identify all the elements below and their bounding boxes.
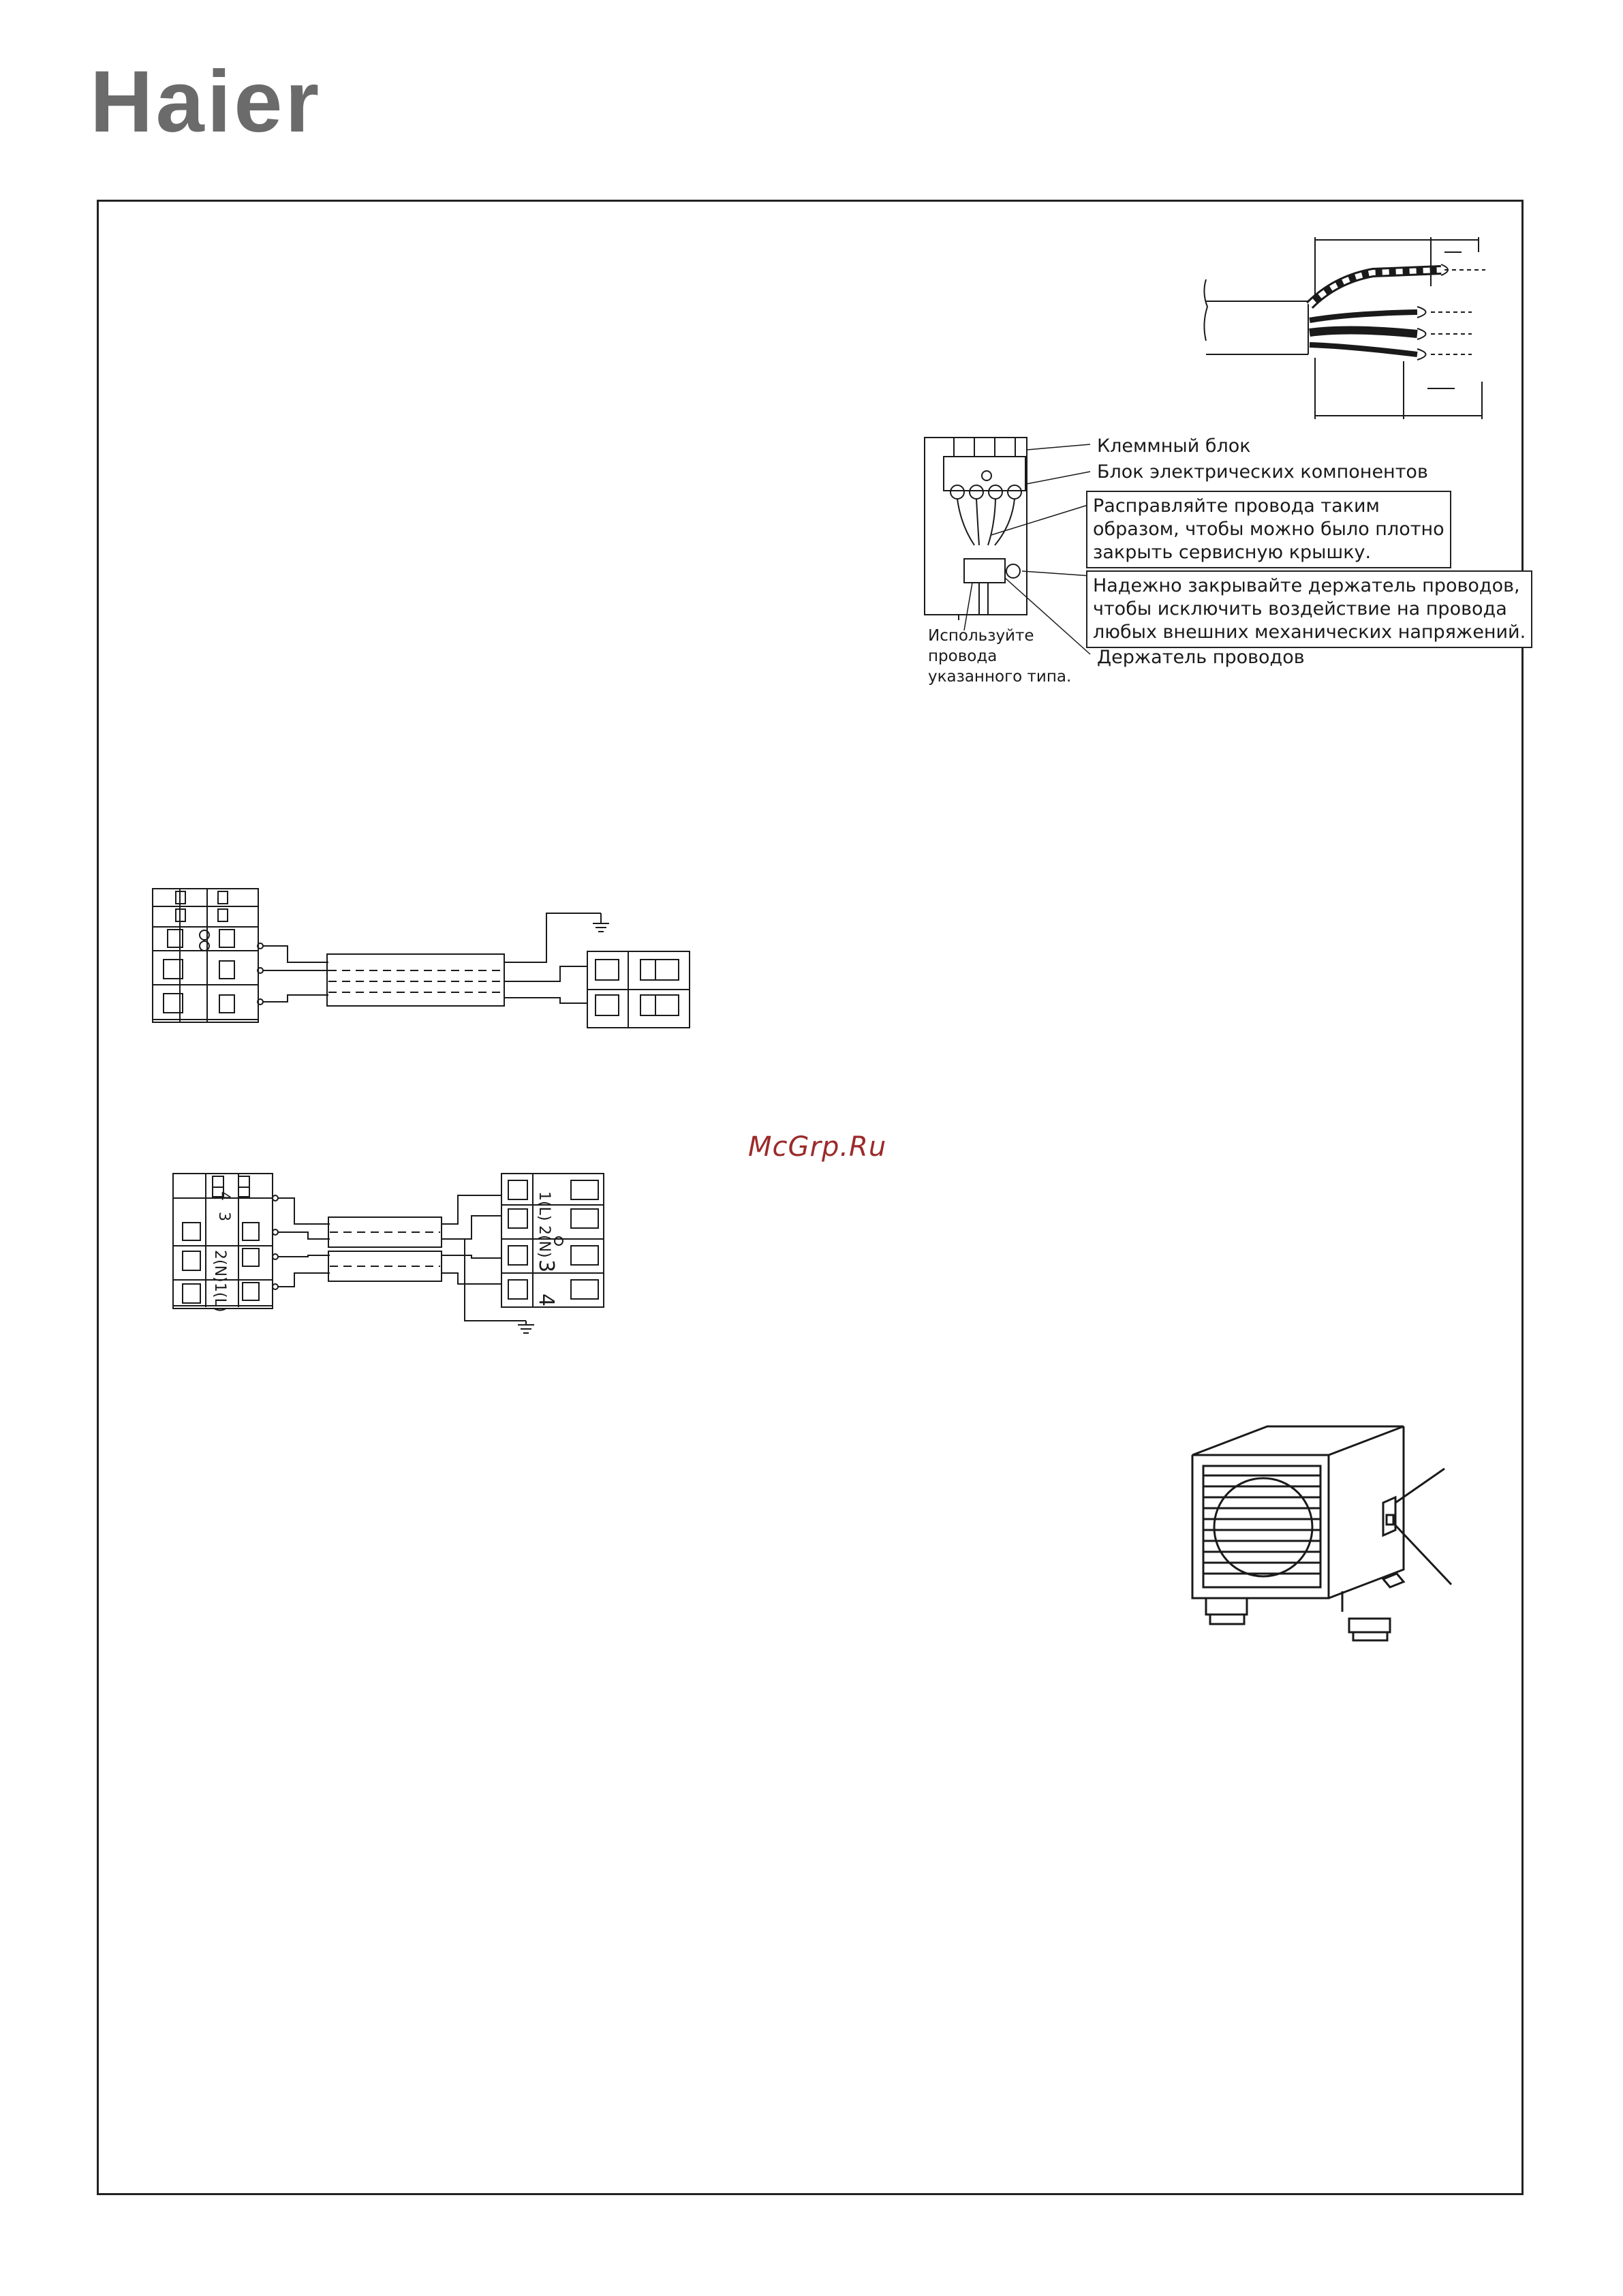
terminal-label-2: 2(N) <box>536 1225 553 1258</box>
left-terminal-label-3: 3 <box>215 1212 232 1221</box>
arrange-note-line: образом, чтобы можно было плотно <box>1093 519 1444 540</box>
holder-note-line: Надежно закрывайте держатель проводов, <box>1093 575 1520 596</box>
terminal-block-label: Клеммный блок <box>1097 435 1251 457</box>
content-frame <box>97 200 1524 2195</box>
wire-holder-note: Надежно закрывайте держатель проводов, ч… <box>1086 570 1533 648</box>
wiring-diagram-1 <box>151 886 690 1029</box>
holder-note-line: любых внешних механических напряжений. <box>1093 622 1526 643</box>
terminal-block-illustration <box>923 436 1100 617</box>
component-block-label: Блок электрических компонентов <box>1097 461 1428 483</box>
wiring-diagram-2: 1(L) 2(N) 3 4 4 3 2(N) 1(L) <box>172 1171 621 1338</box>
cable-stripping-diagram <box>1199 225 1485 429</box>
use-wires-note: Используйте провода указанного типа. <box>928 626 1071 687</box>
use-wires-line: провода <box>928 647 998 665</box>
wire-holder-label: Держатель проводов <box>1097 647 1305 668</box>
haier-logo: Haier <box>90 53 322 151</box>
left-terminal-label-4: 4 <box>215 1191 232 1201</box>
use-wires-line: указанного типа. <box>928 668 1072 686</box>
arrange-wires-note: Расправляйте провода таким образом, чтоб… <box>1086 491 1451 568</box>
terminal-label-4: 4 <box>534 1294 558 1306</box>
left-terminal-label-2: 2(N) <box>211 1250 228 1283</box>
holder-note-line: чтобы исключить воздействие на провода <box>1093 598 1507 619</box>
arrange-note-line: Расправляйте провода таким <box>1093 495 1380 517</box>
watermark: McGrp.Ru <box>748 1131 887 1163</box>
terminal-label-1: 1(L) <box>536 1191 553 1221</box>
use-wires-line: Используйте <box>928 627 1034 645</box>
arrange-note-line: закрыть сервисную крышку. <box>1093 542 1372 563</box>
left-terminal-label-1: 1(L) <box>211 1283 228 1312</box>
terminal-label-3: 3 <box>534 1259 558 1272</box>
outdoor-unit-illustration <box>1179 1421 1465 1666</box>
